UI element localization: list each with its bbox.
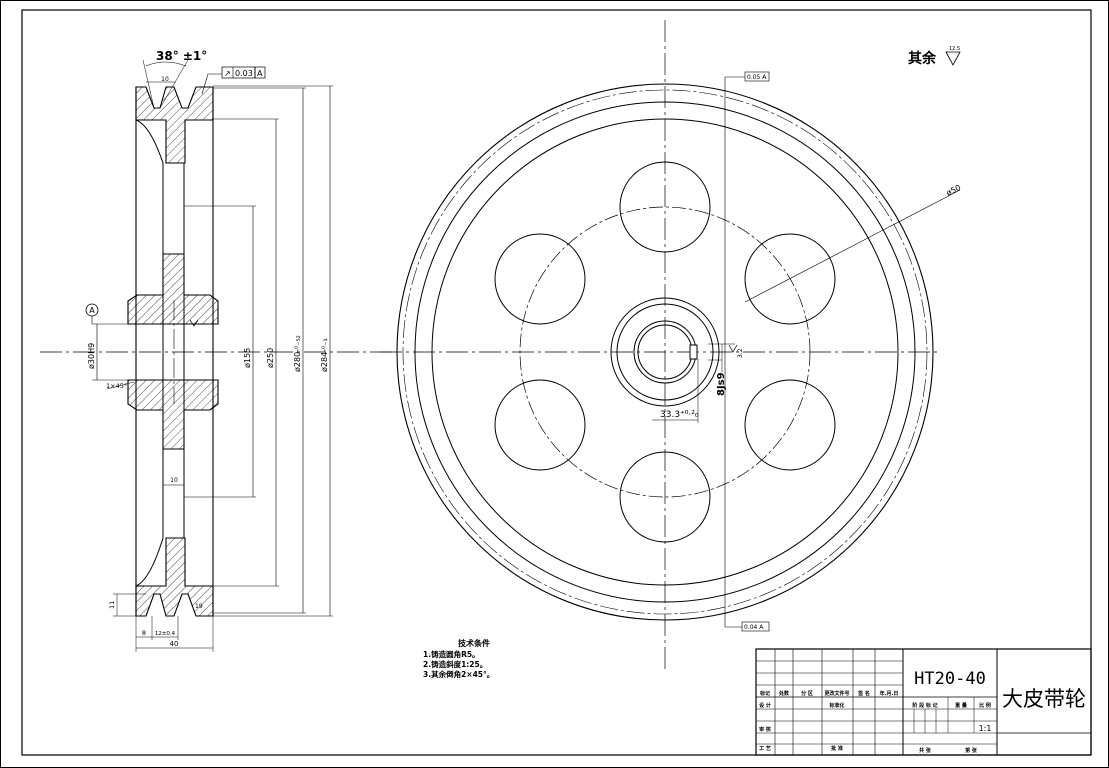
- web-curve-bottom: [135, 537, 164, 587]
- tech-note-1: 1.铸造圆角R5。: [423, 649, 480, 659]
- runout-datum: A: [257, 69, 263, 78]
- web-curve-top: [135, 119, 164, 164]
- hub-inner-circle: [616, 303, 714, 401]
- top-callout-frame: [744, 71, 770, 82]
- tech-note-2: 2.铸造斜度1:25。: [423, 659, 487, 669]
- tb-sheet-no: 第 张: [965, 747, 978, 754]
- tb-sheets: 共 张: [919, 747, 932, 754]
- front-view-labels: 其余 12.5 0.05 A 0.04 A ø50 8Js9 33.3⁺⁰·²₀…: [660, 46, 962, 631]
- key-depth-label: 33.3⁺⁰·²₀: [660, 410, 699, 420]
- bottom-callout-text: 0.04 A: [744, 624, 764, 631]
- tb-header-mark: 标记: [759, 690, 770, 697]
- v-angle-right: [159, 59, 189, 109]
- rim-inner-circle: [431, 118, 899, 586]
- overall-width-label: 40: [170, 640, 179, 648]
- hub-roughness-mark: [189, 319, 199, 327]
- chamfer-leader: [106, 381, 135, 390]
- roughness-top-value: 12.5: [949, 46, 960, 52]
- side-view-labels: 38° ±1° 10 0.03 A ↗ A ø30H9 1×45° ø155 ø…: [87, 49, 329, 648]
- scale-value: 1:1: [979, 724, 992, 733]
- runout-leader: [201, 73, 222, 95]
- v-angle-arc: [145, 61, 187, 67]
- tb-approve: 批 准: [831, 745, 843, 752]
- dia-155-label: ø155: [243, 348, 252, 368]
- hole-pitch-circle: [519, 206, 811, 498]
- title-block-frame: [755, 648, 1092, 756]
- key-width-label: 8Js9: [716, 372, 727, 396]
- key-roughness-label: 3.2: [737, 348, 744, 358]
- chamfer-label: 1×45°: [106, 382, 127, 390]
- v-angle-label: 38° ±1°: [156, 49, 207, 63]
- groove-top-width: 10: [161, 76, 169, 83]
- tb-header-date: 年.月.日: [880, 690, 899, 697]
- runout-symbol: ↗: [224, 69, 231, 78]
- v-angle-left: [142, 59, 155, 109]
- hub-section: [127, 253, 219, 325]
- bottom-callout-frame: [741, 621, 770, 632]
- datum-a-label: A: [89, 306, 95, 315]
- hole-bottom-left: [494, 379, 586, 471]
- tb-weight: 重 量: [955, 702, 967, 709]
- side-view: [40, 59, 395, 652]
- top-callout-text: 0.05 A: [747, 74, 767, 81]
- runout-value: 0.03: [235, 69, 253, 78]
- rim-bottom-section: [135, 537, 214, 617]
- pitch-circle: [402, 89, 928, 615]
- runout-datum-box: [254, 66, 266, 79]
- title-block-labels: HT20-40 大皮带轮 1:1 标记 处数 分 区 更改文件号 签 名 年.月…: [759, 669, 1086, 754]
- roughness-symbol: [945, 51, 961, 66]
- tb-stage: 阶 段 标 记: [912, 702, 937, 709]
- groove-circle: [414, 101, 916, 603]
- part-name: 大皮带轮: [1002, 687, 1086, 711]
- tb-header-count: 处数: [778, 690, 790, 697]
- dia-284-label: ø284-⁰₋₁: [320, 338, 329, 372]
- tb-design: 设 计: [759, 702, 771, 709]
- outer-rim-circle: [396, 83, 934, 621]
- tb-process: 工 艺: [759, 745, 771, 752]
- keyway: [689, 344, 698, 360]
- material-label: HT20-40: [914, 669, 986, 689]
- hole-top: [619, 161, 711, 253]
- front-view: [380, 20, 961, 670]
- dia-250-label: ø250: [266, 348, 275, 368]
- tb-header-zone: 分 区: [801, 690, 813, 697]
- tb-header-change: 更改文件号: [824, 690, 849, 697]
- hole-dia-leader: [744, 189, 961, 303]
- hole-dia-label: ø50: [945, 183, 963, 198]
- hole-top-right: [744, 233, 836, 325]
- inner-frame: [21, 9, 1092, 756]
- tb-standard: 标准化: [828, 702, 844, 709]
- bottom-dim-12-label: 12±0.4: [155, 631, 176, 637]
- hole-bottom: [619, 451, 711, 543]
- key-roughness-mark: [728, 344, 738, 353]
- bore-dim-label: ø30H9: [87, 343, 96, 369]
- surface-note: 其余: [908, 50, 937, 67]
- groove-height-label: 11: [108, 601, 116, 609]
- tb-header-sign: 签 名: [857, 690, 870, 697]
- title-block: [755, 648, 1092, 756]
- rim-top-section: [135, 86, 214, 164]
- tech-notes: 技术条件 1.铸造圆角R5。 2.铸造斜度1:25。 3.其余倒角2×45°。: [423, 638, 494, 679]
- tech-note-3: 3.其余倒角2×45°。: [423, 669, 494, 679]
- hole-bottom-right: [744, 379, 836, 471]
- tb-ratio: 比 例: [979, 702, 991, 709]
- hub-section-lower: [127, 379, 219, 450]
- hub-outer-circle: [610, 297, 720, 407]
- dia-280-label: ø280-⁰₋₅₂: [293, 335, 302, 372]
- groove-corner-label: 19: [195, 603, 203, 610]
- tb-audit: 审 核: [759, 726, 771, 733]
- tech-notes-title: 技术条件: [458, 638, 490, 648]
- hole-top-left: [494, 233, 586, 325]
- web-width-label: 10: [170, 477, 178, 484]
- bottom-dim-8-label: 8: [142, 629, 146, 637]
